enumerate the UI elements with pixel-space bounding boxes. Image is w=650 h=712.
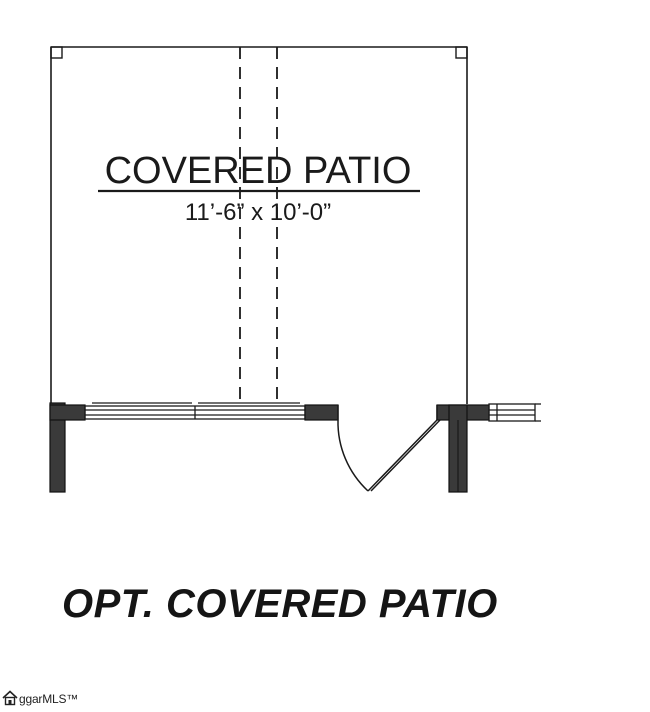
corner-post-top-right <box>455 46 468 59</box>
watermark-brand-text: ggarMLS™ <box>19 692 79 706</box>
room-name-label: COVERED PATIO <box>105 150 412 192</box>
mls-watermark: ggarMLS™ <box>2 689 78 709</box>
room-dimensions-label: 11’-6” x 10’-0” <box>185 199 331 226</box>
plan-caption: OPT. COVERED PATIO <box>62 582 498 626</box>
patio-outline <box>50 46 468 404</box>
wall-center-segment <box>304 404 339 421</box>
wall-left-vertical <box>49 402 66 493</box>
wall-left-cap <box>49 404 86 421</box>
house-logo-icon <box>2 689 18 709</box>
corner-post-top-left <box>50 46 63 59</box>
sliding-glass-door <box>84 402 306 420</box>
window-right <box>488 403 541 422</box>
swing-door <box>337 405 441 492</box>
